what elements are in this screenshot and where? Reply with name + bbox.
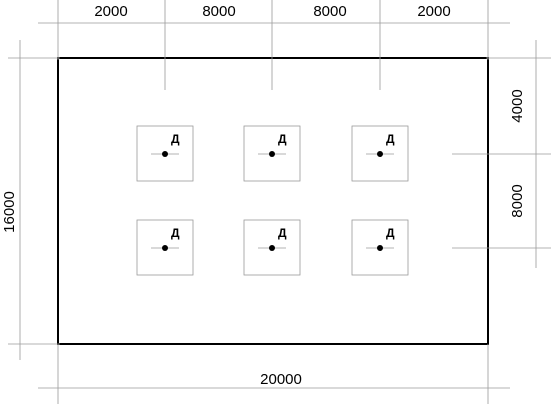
- room-outline: [57, 57, 489, 345]
- left-dimension: 16000: [1, 40, 60, 360]
- top-dim-3: 8000: [313, 3, 346, 20]
- right-dimension-chain: 4000 8000: [452, 40, 551, 268]
- detector-dot-icon: [269, 151, 275, 157]
- top-dimension-chain: 2000 8000 8000 2000: [38, 0, 510, 90]
- detector-dot-icon: [162, 245, 168, 251]
- right-dim-1: 4000: [509, 89, 526, 122]
- top-dim-2: 8000: [202, 3, 235, 20]
- detector-label: Д: [386, 226, 395, 240]
- detector: Д: [243, 125, 301, 182]
- detector-dot-icon: [377, 245, 383, 251]
- detector: Д: [351, 219, 409, 276]
- detector: Д: [243, 219, 301, 276]
- detector-dot-icon: [377, 151, 383, 157]
- left-dim: 16000: [1, 191, 18, 233]
- detector: Д: [136, 219, 194, 276]
- bottom-dim: 20000: [260, 371, 302, 388]
- right-dim-2: 8000: [509, 184, 526, 217]
- detector-label: Д: [171, 132, 180, 146]
- top-dim-4: 2000: [417, 3, 450, 20]
- detector-dot-icon: [269, 245, 275, 251]
- bottom-dimension: 20000: [38, 344, 510, 404]
- detector-label: Д: [278, 226, 287, 240]
- detector: Д: [351, 125, 409, 182]
- detector: Д: [136, 125, 194, 182]
- detector-label: Д: [278, 132, 287, 146]
- detector-box: [351, 219, 409, 276]
- detector-dot-icon: [162, 151, 168, 157]
- detector-label: Д: [386, 132, 395, 146]
- detector-label: Д: [171, 226, 180, 240]
- top-dim-1: 2000: [94, 3, 127, 20]
